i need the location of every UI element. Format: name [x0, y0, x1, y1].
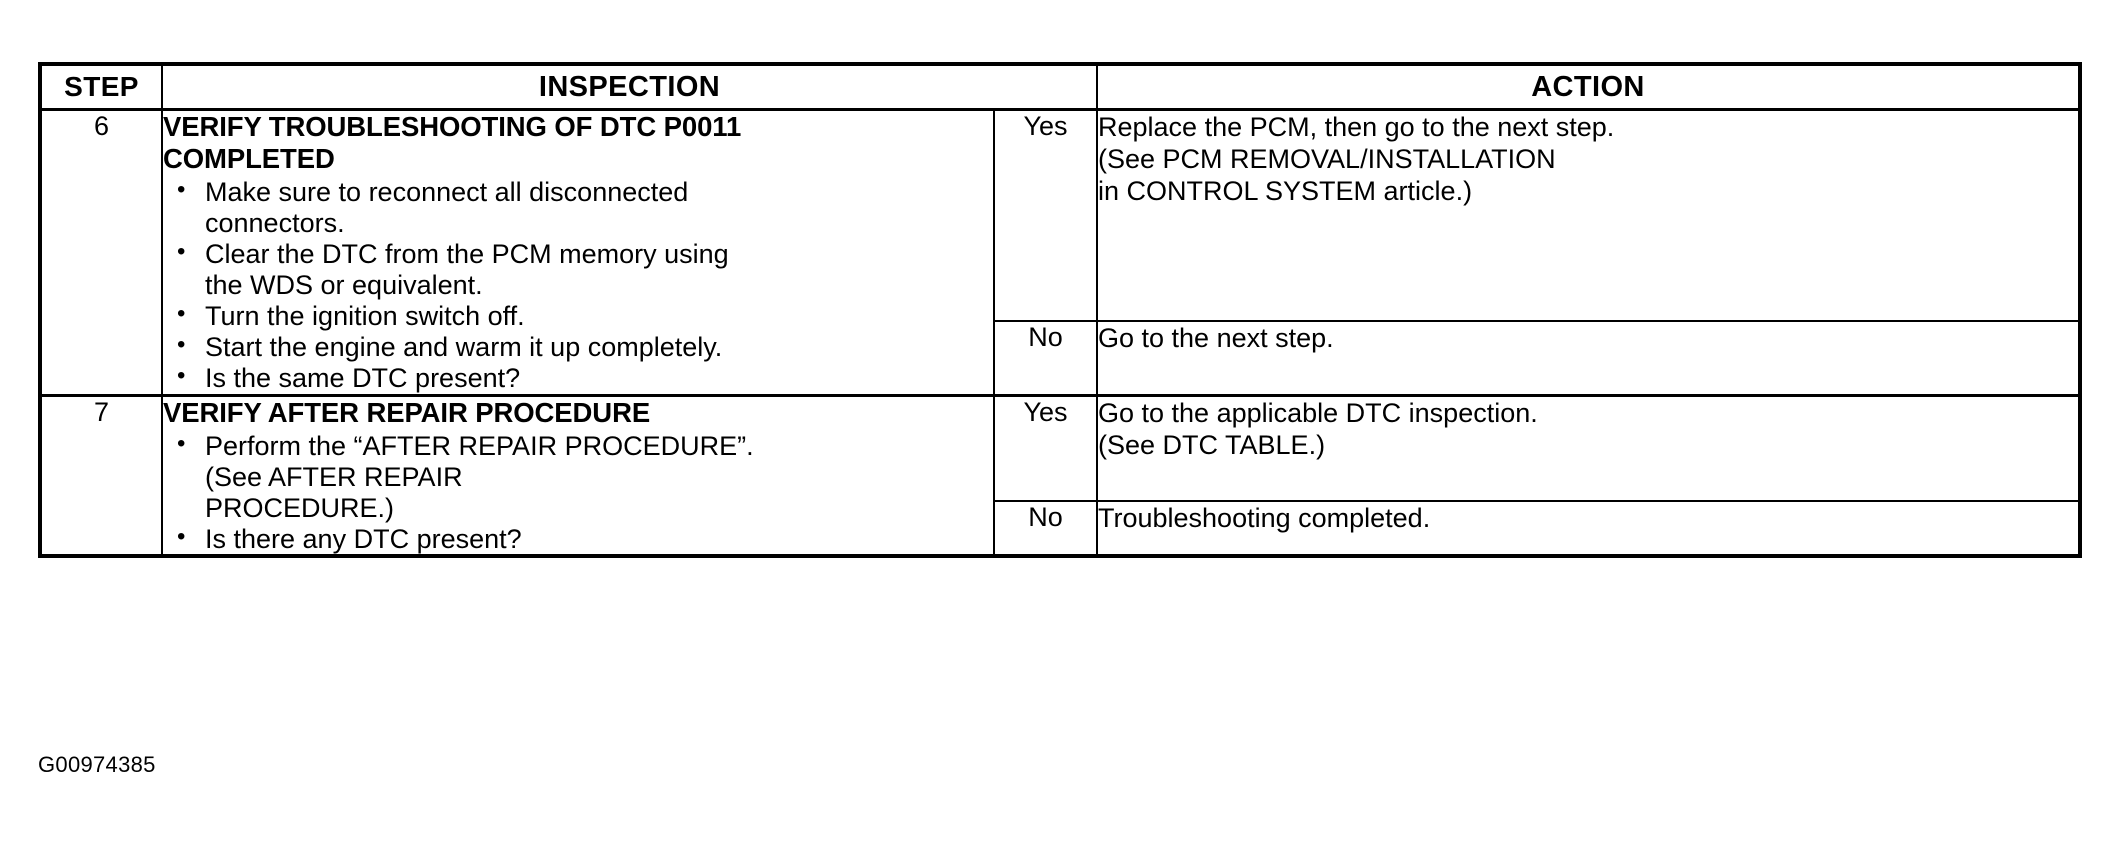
- list-item: Is there any DTC present?: [163, 523, 993, 555]
- result-answer-cell: Yes: [993, 108, 1098, 323]
- action-cell: Replace the PCM, then go to the next ste…: [1096, 108, 2081, 323]
- bullet-line: the WDS or equivalent.: [205, 270, 483, 301]
- list-item: Turn the ignition switch off.: [163, 300, 993, 332]
- action-line: (See PCM REMOVAL/INSTALLATION: [1098, 144, 1556, 175]
- result-answer-cell: Yes: [993, 394, 1098, 502]
- result-answer-cell: No: [993, 499, 1098, 558]
- column-header-step: STEP: [39, 63, 163, 111]
- action-line: Troubleshooting completed.: [1098, 502, 1431, 533]
- action-line: Replace the PCM, then go to the next ste…: [1098, 112, 1615, 142]
- list-item: Make sure to reconnect all disconnected …: [163, 176, 993, 239]
- step-number-cell: 6: [39, 108, 163, 397]
- bullet-line: connectors.: [205, 208, 345, 239]
- inspection-title: VERIFY AFTER REPAIR PROCEDURE: [163, 397, 993, 429]
- figure-caption: G00974385: [38, 752, 156, 777]
- table-row: 7 VERIFY AFTER REPAIR PROCEDURE Perform …: [39, 394, 2081, 558]
- inspection-cell: VERIFY TROUBLESHOOTING OF DTC P0011 COMP…: [161, 108, 995, 397]
- header-row: STEP INSPECTION ACTION: [39, 63, 2081, 111]
- result-answer-cell: No: [993, 320, 1098, 397]
- step-number-cell: 7: [39, 394, 163, 558]
- table-header: STEP INSPECTION ACTION: [39, 63, 2081, 111]
- list-item: Clear the DTC from the PCM memory using …: [163, 238, 993, 301]
- bullet-line: PROCEDURE.): [205, 492, 395, 523]
- list-item: Start the engine and warm it up complete…: [163, 331, 993, 363]
- table-row: 6 VERIFY TROUBLESHOOTING OF DTC P0011 CO…: [39, 108, 2081, 397]
- inspection-cell: VERIFY AFTER REPAIR PROCEDURE Perform th…: [161, 394, 995, 558]
- column-header-inspection: INSPECTION: [161, 63, 1098, 111]
- inspection-title-line: VERIFY AFTER REPAIR PROCEDURE: [163, 396, 651, 428]
- table-row: No Go to the next step.: [40, 320, 2081, 397]
- list-item: Perform the “AFTER REPAIR PROCEDURE”. (S…: [163, 430, 993, 524]
- bullet-line: Make sure to reconnect all disconnected: [205, 177, 689, 208]
- action-cell: Troubleshooting completed.: [1096, 499, 2081, 558]
- inspection-bullet-list: Perform the “AFTER REPAIR PROCEDURE”. (S…: [163, 430, 993, 555]
- bullet-line: Start the engine and warm it up complete…: [205, 331, 723, 362]
- bullet-line: Is the same DTC present?: [205, 362, 521, 393]
- bullet-line: Is there any DTC present?: [205, 523, 522, 554]
- bullet-line: Turn the ignition switch off.: [205, 300, 525, 331]
- action-cell: Go to the applicable DTC inspection. (Se…: [1096, 394, 2081, 502]
- action-cell: Go to the next step.: [1096, 320, 2081, 397]
- inspection-title-line: COMPLETED: [163, 143, 335, 175]
- action-line: Go to the next step.: [1098, 323, 1334, 354]
- inspection-title-line: VERIFY TROUBLESHOOTING OF DTC P0011: [163, 111, 742, 142]
- bullet-line: Clear the DTC from the PCM memory using: [205, 239, 729, 270]
- inspection-title: VERIFY TROUBLESHOOTING OF DTC P0011 COMP…: [163, 111, 993, 175]
- list-item: Is the same DTC present?: [163, 362, 993, 394]
- dtc-troubleshooting-table: STEP INSPECTION ACTION 6 VERIFY TROUBLES…: [38, 62, 2082, 559]
- bullet-line: Perform the “AFTER REPAIR PROCEDURE”.: [205, 430, 754, 461]
- action-line: in CONTROL SYSTEM article.): [1098, 176, 1473, 207]
- table-body: 6 VERIFY TROUBLESHOOTING OF DTC P0011 CO…: [39, 108, 2081, 558]
- table-row: No Troubleshooting completed.: [40, 499, 2081, 558]
- action-line: Go to the applicable DTC inspection.: [1098, 397, 1538, 428]
- inspection-bullet-list: Make sure to reconnect all disconnected …: [163, 176, 993, 394]
- action-line: (See DTC TABLE.): [1098, 429, 1326, 460]
- bullet-line: (See AFTER REPAIR: [205, 461, 463, 492]
- column-header-action: ACTION: [1096, 63, 2081, 111]
